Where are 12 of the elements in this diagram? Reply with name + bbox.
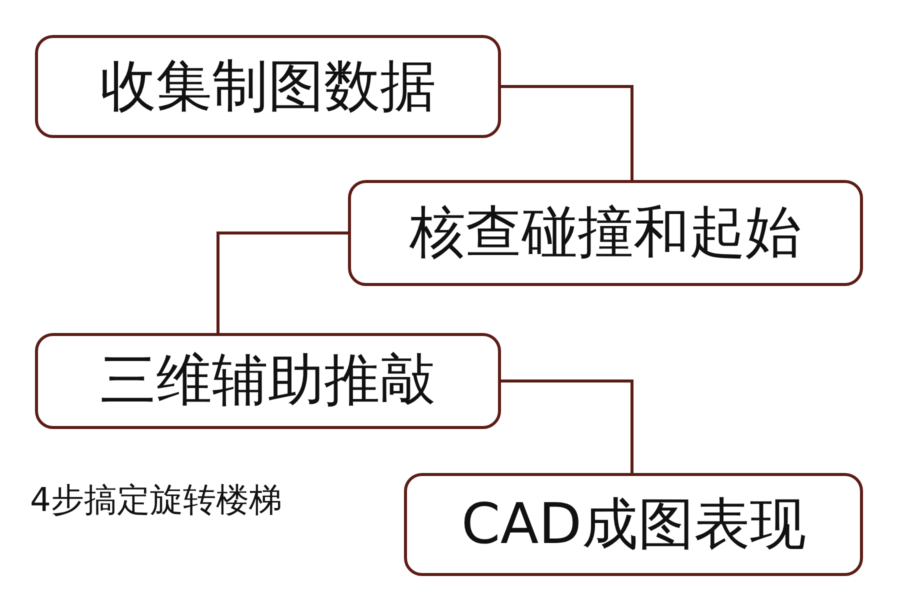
connector-line — [501, 380, 634, 473]
connector-line — [501, 85, 634, 180]
note-text: 4步搞定旋转楼梯 — [30, 479, 282, 521]
step-box — [348, 180, 863, 286]
step-text: 三维辅助推敲 — [100, 350, 436, 412]
step-text: 核查碰撞和起始 — [410, 202, 802, 264]
step-box — [35, 35, 501, 138]
connector-line — [216, 232, 348, 333]
step-text: CAD成图表现 — [461, 494, 806, 556]
step-text: 收集制图数据 — [100, 56, 436, 118]
step-box — [35, 333, 501, 429]
step-box — [404, 473, 863, 576]
